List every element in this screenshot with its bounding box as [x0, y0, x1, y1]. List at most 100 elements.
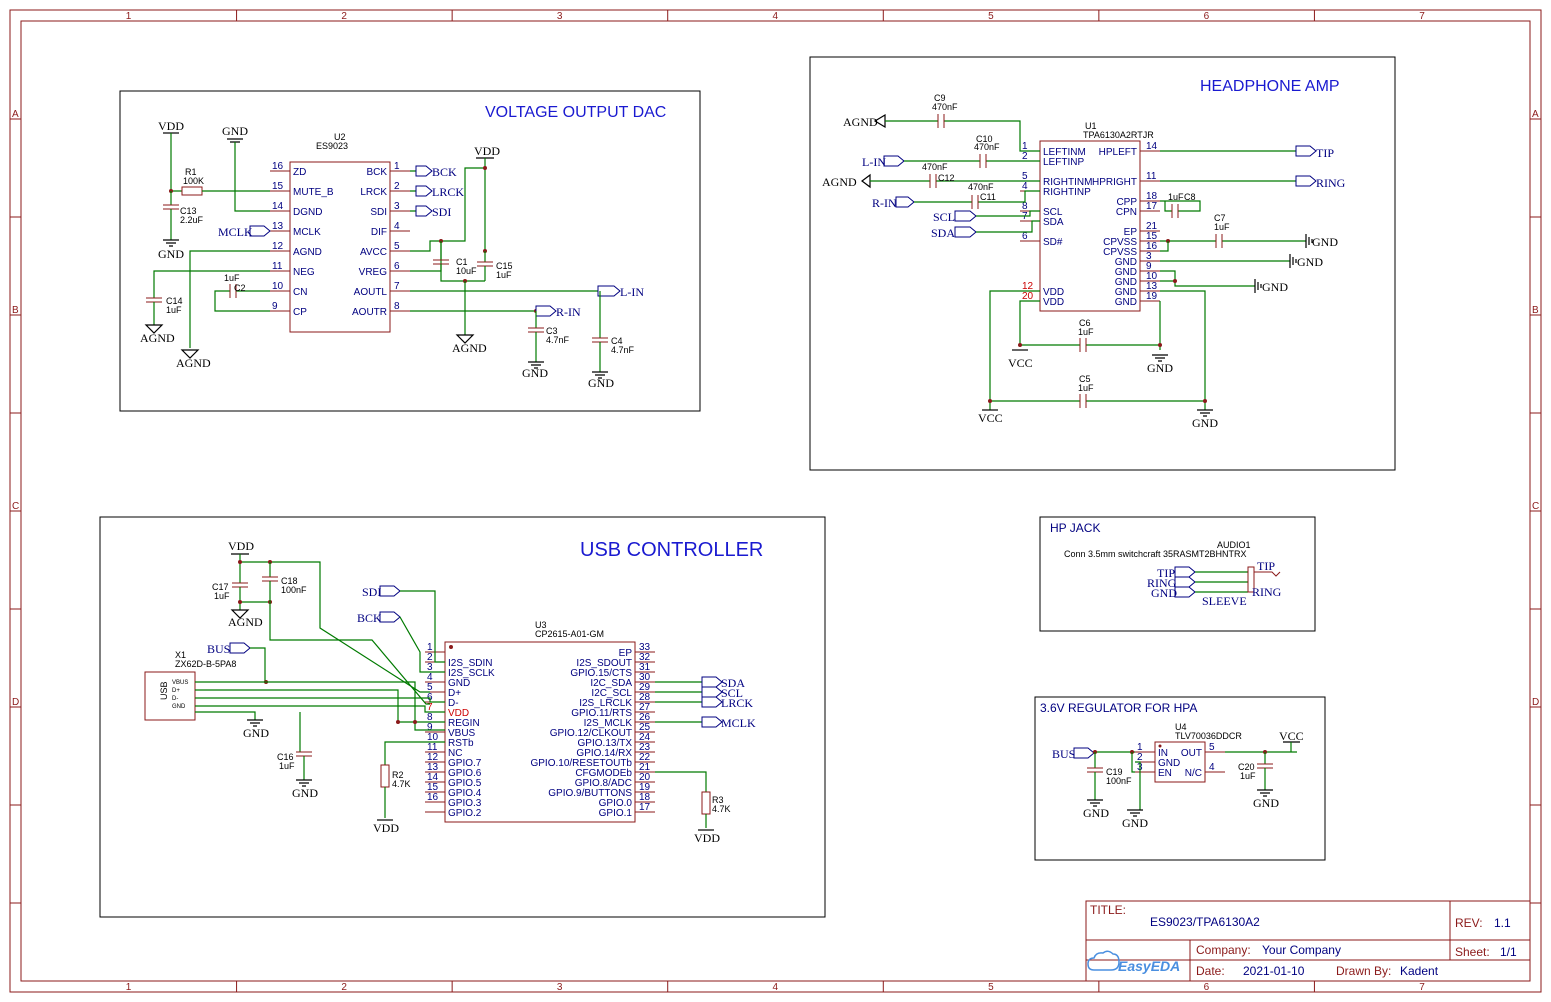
grid-col-label: 3 [557, 982, 563, 993]
pin-number: 12 [272, 241, 284, 252]
svg-text:GND: GND [1122, 816, 1148, 830]
svg-text:C1: C1 [456, 257, 468, 267]
pin-number: 2 [394, 181, 400, 192]
easyeda-logo: EasyEDA [1087, 950, 1180, 974]
pin-name: VBUS [448, 728, 476, 739]
svg-text:TLV70036DDCR: TLV70036DDCR [1175, 731, 1242, 741]
svg-text:R2: R2 [392, 770, 404, 780]
pin-name: IN [1158, 748, 1168, 759]
grid-col-label: 1 [126, 982, 132, 993]
svg-text:C14: C14 [166, 296, 183, 306]
svg-text:1uF: 1uF [166, 305, 182, 315]
audio-jack[interactable] [1247, 566, 1255, 593]
grid-col-label: 2 [341, 982, 347, 993]
svg-text:GND: GND [1083, 806, 1109, 820]
svg-text:C11: C11 [980, 192, 996, 202]
svg-text:C16: C16 [277, 752, 294, 762]
pin-name: I2S_SCLK [448, 668, 495, 679]
pin-name: CFGMODEb [575, 768, 632, 779]
pin-number: 28 [639, 692, 651, 703]
pin-number: 31 [639, 662, 651, 673]
grid-col-label: 4 [773, 982, 779, 993]
svg-text:L-IN: L-IN [620, 285, 644, 299]
pin-number: 19 [639, 782, 651, 793]
pin-name: CPVSS [1103, 237, 1137, 248]
svg-text:GND: GND [243, 726, 269, 740]
svg-text:TIP: TIP [1316, 146, 1334, 160]
pin-name: LEFTINM [1043, 147, 1086, 158]
net-flag-mclk [249, 225, 271, 237]
x1-pin-name: GND [172, 704, 186, 710]
usb-connector[interactable] [144, 671, 196, 721]
r1-resistor[interactable] [181, 186, 203, 196]
pin-name: GPIO.13/TX [578, 738, 633, 749]
svg-text:C6: C6 [1079, 318, 1091, 328]
pin-number: 33 [639, 642, 651, 653]
u3-chip[interactable] [444, 641, 636, 823]
pin-number: 32 [639, 652, 651, 663]
r2-resistor[interactable] [380, 764, 390, 788]
pin-number: 10 [1146, 271, 1158, 282]
reg-section-title: 3.6V REGULATOR FOR HPA [1040, 701, 1197, 715]
svg-text:Sheet:: Sheet: [1455, 945, 1490, 959]
svg-text:AGND: AGND [176, 356, 211, 370]
grid-col-label: 5 [988, 11, 994, 22]
svg-text:470nF: 470nF [974, 142, 1000, 152]
svg-text:1uF: 1uF [1214, 222, 1230, 232]
pin-name: CPP [1116, 197, 1137, 208]
svg-text:AUDIO1: AUDIO1 [1217, 540, 1251, 550]
pin-name: VDD [1043, 297, 1064, 308]
pin-name: SDI [370, 207, 387, 218]
pin-name: I2S_SDIN [448, 658, 492, 669]
svg-text:SDA: SDA [721, 676, 745, 690]
svg-text:VCC: VCC [978, 411, 1003, 425]
u2-chip[interactable] [289, 161, 391, 333]
svg-text:Date:: Date: [1196, 964, 1225, 978]
svg-text:Your Company: Your Company [1262, 943, 1341, 957]
u1-chip[interactable] [1039, 140, 1141, 312]
svg-text:C9: C9 [934, 93, 946, 103]
svg-text:R3: R3 [712, 795, 724, 805]
svg-text:VDD: VDD [474, 144, 500, 158]
u4-chip[interactable] [1154, 741, 1206, 783]
svg-text:1uF: 1uF [496, 270, 512, 280]
pin-number: 2 [1137, 752, 1143, 763]
svg-text:RING: RING [1316, 176, 1346, 190]
svg-text:BUS: BUS [1052, 747, 1075, 761]
pin-name: RIGHTINP [1043, 187, 1091, 198]
svg-text:GND: GND [1151, 586, 1177, 600]
svg-text:C5: C5 [1079, 374, 1091, 384]
svg-text:4.7nF: 4.7nF [546, 335, 570, 345]
pin-name: DIF [371, 227, 387, 238]
svg-text:RING: RING [1147, 576, 1177, 590]
svg-text:SCL: SCL [721, 686, 743, 700]
x1-pin-name: D+ [172, 688, 180, 694]
pin-number: 21 [639, 762, 651, 773]
pin-number: 3 [427, 662, 433, 673]
svg-text:AGND: AGND [228, 615, 263, 629]
pin-number: 14 [272, 201, 284, 212]
pin-number: 10 [427, 732, 439, 743]
r3-resistor[interactable] [701, 791, 711, 815]
pin-number: 30 [639, 672, 651, 683]
grid-row-label: D [1532, 697, 1539, 708]
grid-row-label: B [1532, 305, 1539, 316]
pin-number: 14 [427, 772, 439, 783]
pin-name: HPLEFT [1099, 147, 1137, 158]
svg-text:TPA6130A2RTJR: TPA6130A2RTJR [1083, 130, 1154, 140]
svg-text:U1: U1 [1085, 121, 1097, 131]
dac-section-title: VOLTAGE OUTPUT DAC [485, 104, 666, 121]
pin-number: 18 [639, 792, 651, 803]
pin-number: 8 [1022, 201, 1028, 212]
pin-name: CN [293, 287, 307, 298]
svg-text:GND: GND [1253, 796, 1279, 810]
title-block: TITLE: ES9023/TPA6130A2 REV: 1.1 Company… [1085, 900, 1531, 982]
pin-number: 23 [639, 742, 651, 753]
svg-text:4.7nF: 4.7nF [611, 345, 635, 355]
pin-name: CPN [1116, 207, 1137, 218]
pin-name: GPIO.14/RX [576, 748, 632, 759]
pin-number: 22 [639, 752, 651, 763]
svg-text:GND: GND [292, 786, 318, 800]
svg-text:EasyEDA: EasyEDA [1118, 958, 1180, 974]
